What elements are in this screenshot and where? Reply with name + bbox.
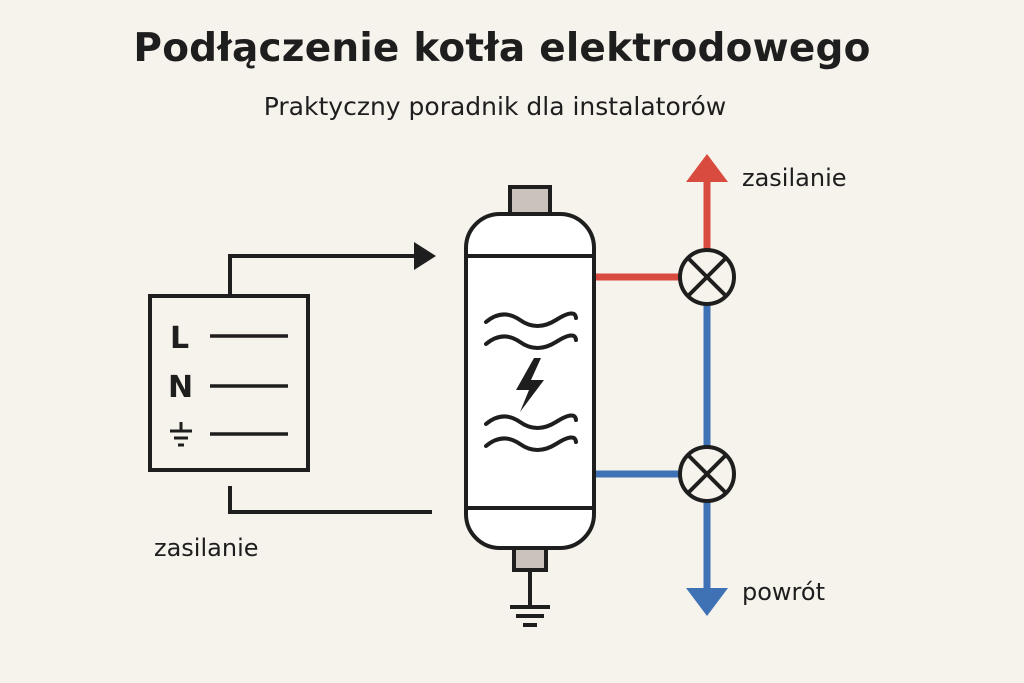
power-wire-bottom (228, 486, 432, 514)
supply-label: zasilanie (742, 164, 847, 192)
return-label: powrót (742, 578, 825, 606)
page-title: Podłączenie kotła elektrodowego (133, 26, 871, 71)
lightning-bolt-icon (516, 358, 544, 412)
panel-ground-icon (170, 422, 192, 447)
terminal-n-label: N (168, 370, 193, 405)
page-subtitle: Praktyczny poradnik dla instalatorów (263, 92, 727, 121)
supply-arrow-up-icon (686, 154, 728, 182)
supply-valve-icon (678, 248, 736, 306)
return-valve-icon (678, 445, 736, 503)
return-arrow-down-icon (686, 588, 728, 616)
power-wire-top (228, 254, 418, 296)
boiler-ground-icon (510, 570, 550, 627)
water-waves-bottom-icon (484, 413, 578, 452)
panel-supply-label: zasilanie (154, 534, 259, 562)
terminal-l-label: L (170, 321, 189, 356)
water-waves-top-icon (484, 311, 578, 350)
power-arrow-icon (414, 242, 436, 270)
